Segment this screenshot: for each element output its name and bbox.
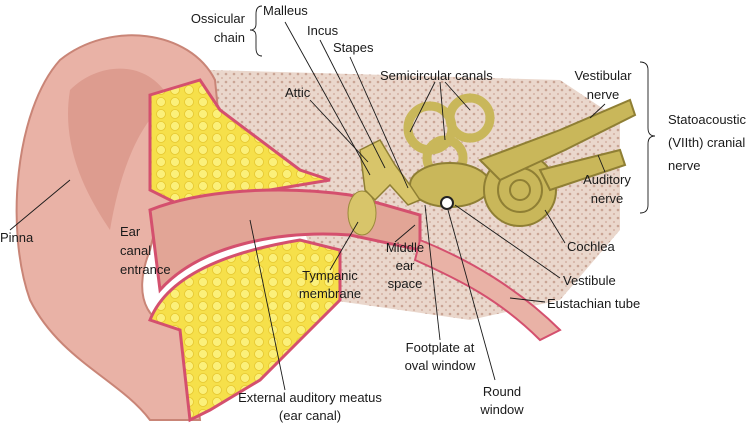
label-cochlea: Cochlea [567,239,615,254]
label-attic: Attic [285,85,311,100]
inner-ear [403,93,637,227]
label-semicircular-canals: Semicircular canals [380,68,493,83]
fat-upper [148,78,331,207]
ossicular-chain-brace [249,5,263,57]
fat-lower [148,238,342,423]
label-malleus: Malleus [263,3,308,18]
label-external-auditory-meatus: External auditory meatus(ear canal) [238,390,382,423]
label-incus: Incus [307,23,339,38]
label-eustachian-tube: Eustachian tube [547,296,640,311]
label-vestibule: Vestibule [563,273,616,288]
label-pinna: Pinna [0,230,34,245]
eustachian-tube-shape [413,238,562,342]
tympanic-membrane-shape [347,190,377,236]
pinna-fold [68,68,170,230]
leader-lines [9,21,606,391]
statoacoustic-brace [639,61,656,214]
ossicles [359,139,422,206]
label-stapes: Stapes [333,40,374,55]
